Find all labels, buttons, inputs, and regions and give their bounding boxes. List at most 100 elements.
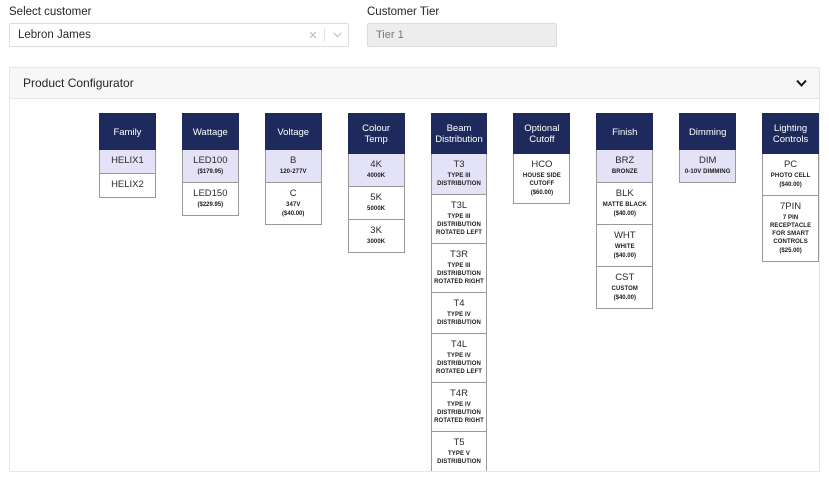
option-cell[interactable]: 3K 3000K — [347, 220, 405, 253]
option-description: BRONZE — [611, 169, 638, 175]
option-code: PC — [783, 159, 798, 170]
option-code: BRZ — [615, 155, 635, 166]
select-divider — [324, 28, 325, 42]
customer-tier-label: Customer Tier — [367, 6, 440, 18]
option-description: TYPE V DISTRIBUTION — [437, 451, 481, 465]
option-code: HELIX2 — [111, 179, 144, 190]
column-header: Voltage — [264, 113, 322, 150]
option-cell[interactable]: DIM 0-10V DIMMING — [679, 150, 737, 183]
option-cell[interactable]: T4L TYPE IV DISTRIBUTION ROTATED LEFT — [430, 334, 488, 383]
close-icon[interactable]: ✕ — [308, 29, 318, 42]
option-code: 5K — [370, 192, 382, 203]
option-code: 4K — [370, 159, 382, 170]
option-description: MATTE BLACK — [602, 202, 647, 208]
column-header: Wattage — [181, 113, 239, 150]
option-description: 120-277V — [279, 169, 307, 175]
column-header: Colour Temp — [347, 113, 405, 154]
option-code: T3 — [453, 159, 465, 170]
chevron-down-icon[interactable] — [328, 24, 346, 46]
option-cell[interactable]: B 120-277V — [264, 150, 322, 183]
column-header: Family — [99, 113, 156, 150]
customer-form-row: Select customer Lebron James ✕ Customer … — [0, 0, 829, 47]
customer-tier-field: Customer Tier Tier 1 — [367, 5, 557, 47]
option-cell[interactable]: 5K 5000K — [347, 187, 405, 220]
option-code: T4 — [453, 298, 465, 309]
option-cell[interactable]: HELIX1 — [99, 150, 156, 174]
option-price: ($60.00) — [530, 190, 554, 196]
option-code: 3K — [370, 225, 382, 236]
option-cell[interactable]: HELIX2 — [99, 174, 156, 198]
option-description: TYPE III DISTRIBUTION — [437, 173, 481, 187]
option-description: 0-10V DIMMING — [684, 169, 731, 175]
option-description: 3000K — [367, 239, 386, 245]
option-code: LED150 — [193, 188, 228, 199]
customer-tier-value: Tier 1 — [376, 29, 404, 41]
customer-select[interactable]: Lebron James ✕ — [9, 23, 349, 47]
option-price: ($40.00) — [282, 211, 305, 217]
option-description: TYPE IV DISTRIBUTION ROTATED RIGHT — [434, 402, 484, 424]
select-customer-label: Select customer — [9, 6, 92, 18]
option-code: B — [290, 155, 297, 166]
option-code: CST — [615, 272, 635, 283]
option-description: WHITE — [614, 244, 635, 250]
option-description: TYPE IV DISTRIBUTION — [437, 312, 481, 326]
option-code: LED100 — [193, 155, 228, 166]
option-code: HCO — [531, 159, 553, 170]
option-cell[interactable]: T3R TYPE III DISTRIBUTION ROTATED RIGHT — [430, 244, 488, 293]
column-header: Optional Cutoff — [513, 113, 571, 154]
option-code: HELIX1 — [111, 155, 144, 166]
option-price: ($40.00) — [613, 253, 636, 259]
option-cell[interactable]: C 347V ($40.00) — [264, 183, 322, 225]
option-code: BLK — [615, 188, 634, 199]
option-code: T3R — [450, 249, 468, 260]
option-description: TYPE IV DISTRIBUTION ROTATED LEFT — [436, 353, 482, 375]
customer-tier-input: Tier 1 — [367, 23, 557, 47]
option-description: HOUSE SIDE CUTOFF — [522, 173, 561, 187]
option-cell[interactable]: WHT WHITE ($40.00) — [596, 225, 654, 267]
option-price: ($40.00) — [779, 182, 802, 188]
chevron-down-icon[interactable] — [796, 79, 807, 87]
page-title: Product Configurator — [23, 76, 134, 90]
column-header: Lighting Controls — [762, 113, 819, 154]
option-code: T3L — [450, 200, 468, 211]
option-cell[interactable]: HCO HOUSE SIDE CUTOFF ($60.00) — [513, 154, 571, 204]
option-description: TYPE III DISTRIBUTION ROTATED RIGHT — [434, 263, 484, 285]
option-description: 347V — [286, 202, 301, 208]
option-cell[interactable]: T3L TYPE III DISTRIBUTION ROTATED LEFT — [430, 195, 488, 244]
column-header: Finish — [596, 113, 654, 150]
option-code: C — [289, 188, 297, 199]
customer-select-value: Lebron James — [18, 29, 91, 41]
option-code: DIM — [698, 155, 717, 166]
option-description: TYPE III DISTRIBUTION ROTATED LEFT — [436, 214, 482, 236]
column-header: Beam Distribution — [430, 113, 488, 154]
option-price: ($25.00) — [779, 248, 802, 254]
select-customer-field: Select customer Lebron James ✕ — [9, 5, 349, 47]
option-price: ($40.00) — [613, 211, 636, 217]
option-code: T4L — [450, 339, 468, 350]
option-description: 5000K — [367, 206, 386, 212]
option-cell[interactable]: BLK MATTE BLACK ($40.00) — [596, 183, 654, 225]
option-cell[interactable]: LED150($229.95) — [181, 183, 239, 216]
option-cell[interactable]: LED100 ($179.95) — [181, 150, 239, 183]
option-cell[interactable]: BRZ BRONZE — [596, 150, 654, 183]
product-configurator-header[interactable]: Product Configurator — [10, 68, 819, 99]
column-header: Dimming — [679, 113, 737, 150]
option-code: WHT — [613, 230, 636, 241]
option-price: ($179.95) — [197, 169, 224, 175]
